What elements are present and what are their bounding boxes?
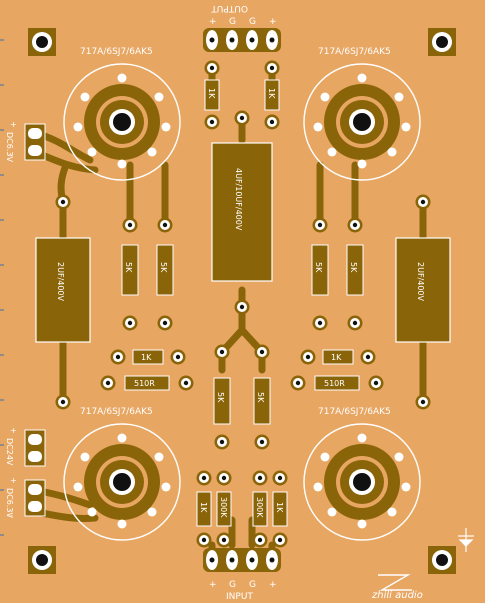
resistor-5k-l2: 5K — [156, 217, 174, 331]
resistor-1k-top-right: 1K — [264, 60, 280, 130]
heater-mid-label: DC24V — [5, 438, 14, 466]
resistor-1k-left: 1K — [110, 349, 186, 365]
capacitor-right: 2UF/400V — [395, 194, 451, 410]
brand-logo: zhili audio — [371, 574, 423, 601]
svg-text:1K: 1K — [267, 88, 276, 99]
svg-text:+: + — [10, 426, 17, 435]
ground-symbol-icon — [458, 528, 474, 552]
svg-text:300K: 300K — [255, 497, 264, 518]
input-pin-2: G — [229, 580, 236, 590]
input-title: INPUT — [226, 592, 253, 602]
tube-label-tl: 717A/6SJ7/6AK5 — [80, 47, 153, 57]
resistor-5k-l1: 5K — [121, 217, 139, 331]
capacitor-left: 2UF/400V — [35, 194, 91, 410]
resistor-1k-right: 1K — [300, 349, 376, 365]
svg-text:5K: 5K — [314, 262, 323, 273]
input-pin-1: + — [209, 580, 217, 590]
svg-text:+: + — [10, 120, 17, 129]
resistor-510-left: 510R — [100, 375, 194, 391]
edge-ticks-left — [0, 39, 4, 536]
heater-bot-label: DC6.3V — [5, 488, 14, 518]
svg-text:5K: 5K — [124, 262, 133, 273]
resistor-5k-c1: 5K — [213, 344, 231, 450]
svg-text:1K: 1K — [199, 502, 208, 513]
svg-text:5K: 5K — [216, 392, 225, 403]
resistor-5k-r2: 5K — [346, 217, 364, 331]
heater-top-label: DC6.3V — [5, 132, 14, 162]
input-pin-3: G — [249, 580, 256, 590]
mounting-hole-tr — [428, 28, 456, 56]
input-pin-4: + — [269, 580, 277, 590]
svg-text:5K: 5K — [349, 262, 358, 273]
brand-text: zhili audio — [371, 590, 423, 601]
input-connector: + G G + INPUT — [203, 548, 281, 602]
cap-center-label: 4UF/10UF/400V — [234, 168, 243, 231]
svg-text:510R: 510R — [134, 379, 155, 388]
svg-text:1K: 1K — [207, 88, 216, 99]
svg-text:1K: 1K — [331, 353, 342, 362]
output-pin-1: + — [209, 17, 217, 27]
svg-text:-: - — [10, 511, 13, 520]
capacitor-center: 4UF/10UF/400V — [211, 110, 273, 315]
resistor-1k-top-left: 1K — [204, 60, 220, 130]
tube-socket-bl — [63, 423, 181, 541]
svg-text:1K: 1K — [275, 502, 284, 513]
svg-text:-: - — [10, 151, 13, 160]
svg-text:+: + — [10, 476, 17, 485]
mounting-hole-bl — [28, 546, 56, 574]
mounting-hole-tl — [28, 28, 56, 56]
output-pin-4: + — [269, 17, 277, 27]
svg-text:5K: 5K — [159, 262, 168, 273]
svg-text:300K: 300K — [219, 497, 228, 518]
heater-connector-top: + - DC6.3V — [5, 120, 46, 162]
heater-connector-bot: + - DC6.3V — [5, 476, 46, 520]
tube-socket-br — [303, 423, 421, 541]
tube-label-bl: 717A/6SJ7/6AK5 — [80, 407, 153, 417]
mounting-hole-br — [428, 546, 456, 574]
heater-connector-mid: + DC24V — [5, 426, 46, 467]
cap-left-label: 2UF/400V — [56, 262, 65, 302]
resistor-1k-bot-right: 1K — [272, 470, 288, 548]
tube-label-tr: 717A/6SJ7/6AK5 — [318, 47, 391, 57]
resistor-510-right: 510R — [290, 375, 384, 391]
resistor-300k-right: 300K — [252, 470, 268, 548]
output-title: OUTPUT — [211, 3, 248, 13]
tube-label-br: 717A/6SJ7/6AK5 — [318, 407, 391, 417]
resistor-5k-r1: 5K — [311, 217, 329, 331]
svg-text:510R: 510R — [324, 379, 345, 388]
resistor-5k-c2: 5K — [253, 344, 271, 450]
svg-text:1K: 1K — [141, 353, 152, 362]
output-connector: OUTPUT + G G + — [203, 3, 281, 52]
resistor-300k-left: 300K — [216, 470, 232, 548]
output-pin-3: G — [249, 17, 256, 27]
svg-text:5K: 5K — [256, 392, 265, 403]
cap-right-label: 2UF/400V — [416, 262, 425, 302]
tube-socket-tl — [63, 63, 181, 181]
resistor-1k-bot-left: 1K — [196, 470, 212, 548]
output-pin-2: G — [229, 17, 236, 27]
tube-socket-tr — [303, 63, 421, 181]
